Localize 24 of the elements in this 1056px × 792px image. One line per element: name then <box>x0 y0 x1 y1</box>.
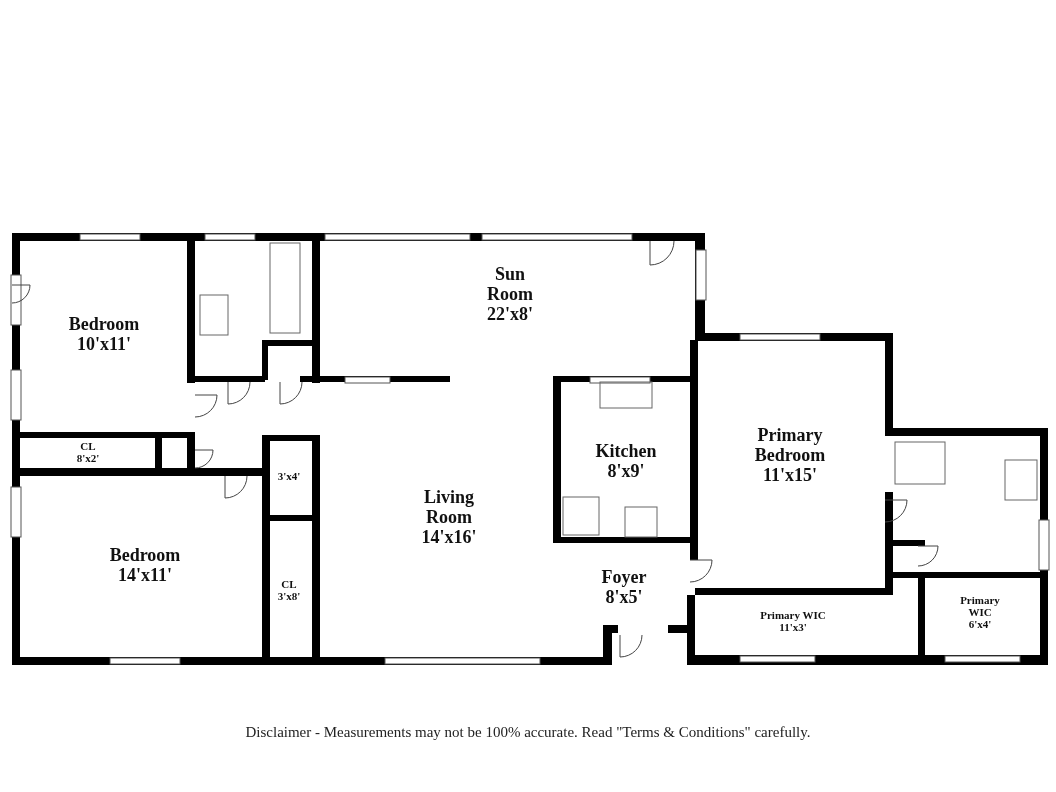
room-dimensions: 3'x4' <box>276 469 302 483</box>
room-dimensions: 14'x11' <box>117 566 173 586</box>
room-name: Primary WIC <box>759 608 827 621</box>
room-name: Living Room <box>423 488 475 528</box>
room-name: Primary WIC <box>959 593 1001 619</box>
room-name: Bedroom <box>67 315 141 335</box>
room-dimensions: 8'x5' <box>604 588 644 608</box>
room-name: Primary Bedroom <box>753 426 827 466</box>
room-name: CL <box>79 439 97 452</box>
room-dimensions: 14'x16' <box>420 527 478 548</box>
room-name: Bedroom <box>108 546 182 566</box>
room-name: Sun Room <box>486 265 534 305</box>
room-dimensions: 22'x8' <box>486 304 534 325</box>
disclaimer-text: Disclaimer - Measurements may not be 100% accurate. Read "Terms & Conditions" carefully. <box>245 724 811 741</box>
room-dimensions: 8'x2' <box>75 452 101 465</box>
room-name: Kitchen <box>594 442 658 462</box>
room-dimensions: 11'x3' <box>778 621 808 634</box>
room-dimensions: 10'x11' <box>76 335 132 355</box>
room-dimensions: 8'x9' <box>606 462 646 482</box>
room-dimensions: 3'x8' <box>276 590 302 603</box>
room-dimensions: 11'x15' <box>762 465 818 486</box>
room-dimensions: 6'x4' <box>967 618 993 631</box>
room-name: CL <box>280 577 298 590</box>
room-name: Foyer <box>600 568 648 588</box>
